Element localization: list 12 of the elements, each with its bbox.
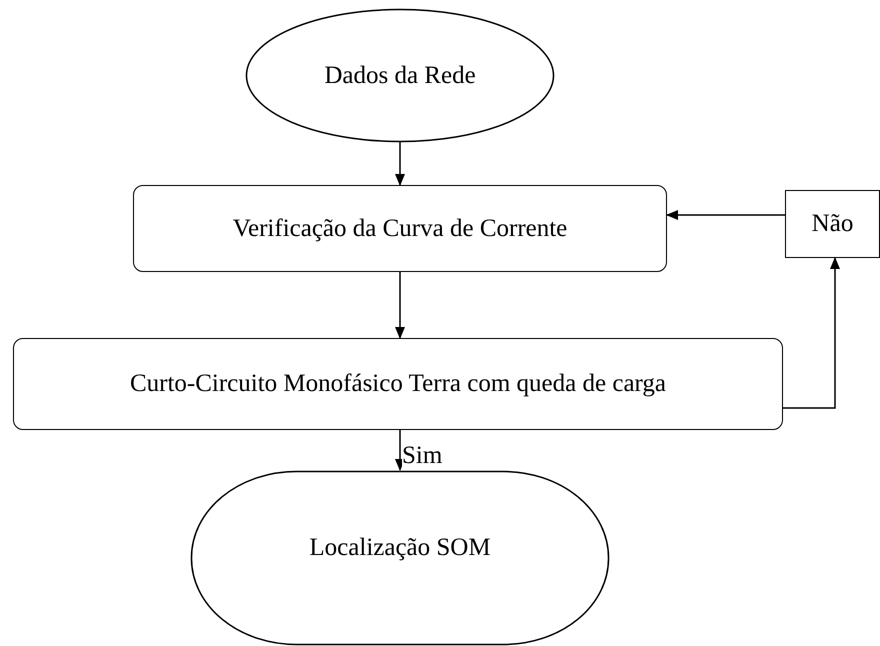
- arrow: [395, 140, 405, 186]
- arrow: [666, 210, 785, 220]
- decision-box: [785, 190, 880, 258]
- process-box: [133, 185, 667, 272]
- node-label: Localização SOM: [309, 534, 491, 562]
- node-label: Verificação da Curva de Corrente: [232, 214, 568, 242]
- node-label: Dados da Rede: [324, 62, 476, 90]
- node-label: Não: [812, 210, 854, 238]
- arrow: [395, 272, 405, 339]
- node-label: Curto-Circuito Monofásico Terra com queda de carga: [130, 370, 666, 398]
- arrow: [783, 257, 840, 409]
- process-box: [13, 338, 783, 430]
